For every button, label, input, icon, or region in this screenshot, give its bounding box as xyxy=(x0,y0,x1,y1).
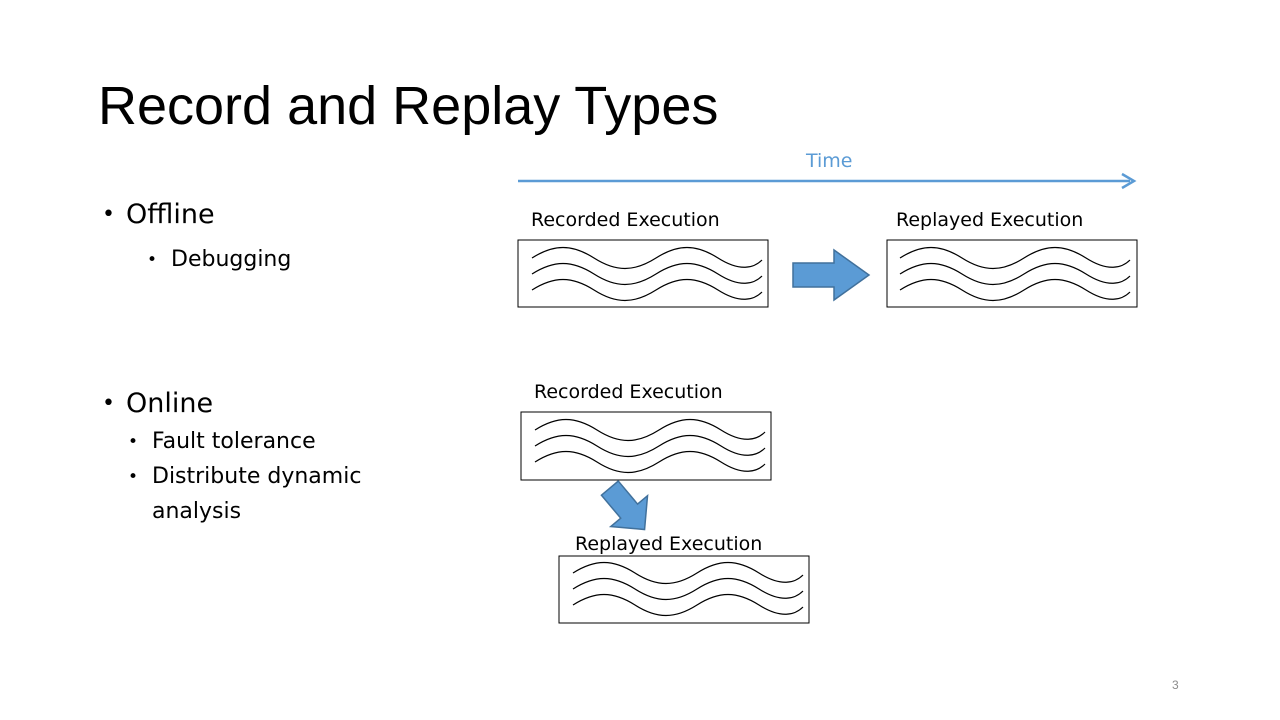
online-recorded-execution-box xyxy=(520,411,772,481)
page-number: 3 xyxy=(1172,678,1179,692)
bullet-fault-tolerance-label: Fault tolerance xyxy=(152,429,316,454)
offline-replayed-execution-box xyxy=(886,239,1138,308)
bullet-debugging-label: Debugging xyxy=(171,247,292,272)
offline-recorded-execution-box xyxy=(517,239,769,308)
slide-title: Record and Replay Types xyxy=(98,76,719,136)
bullet-online-label: Online xyxy=(126,388,214,419)
bullet-online: • Online xyxy=(102,387,213,421)
timeline-arrow xyxy=(518,172,1137,190)
bullet-dot-icon: • xyxy=(102,202,115,227)
bullet-fault-tolerance: • Fault tolerance xyxy=(128,425,316,459)
online-recorded-label: Recorded Execution xyxy=(534,381,723,403)
offline-recorded-label: Recorded Execution xyxy=(531,209,720,231)
bullet-dot-icon: • xyxy=(147,250,158,270)
offline-replayed-label: Replayed Execution xyxy=(896,209,1084,231)
bullet-analysis-continuation: analysis xyxy=(152,499,242,524)
online-diagonal-arrow-icon xyxy=(600,480,649,531)
online-replayed-label: Replayed Execution xyxy=(575,533,763,555)
bullet-dot-icon: • xyxy=(102,391,115,416)
bullet-distribute-dynamic-label: Distribute dynamic xyxy=(152,464,362,489)
bullet-offline-label: Offline xyxy=(126,199,215,230)
offline-right-arrow-icon xyxy=(792,248,871,302)
time-label: Time xyxy=(806,150,853,172)
bullet-dot-icon: • xyxy=(128,467,139,487)
online-replayed-execution-box xyxy=(558,555,810,624)
bullet-dot-icon: • xyxy=(128,432,139,452)
bullet-debugging: • Debugging xyxy=(147,243,291,277)
bullet-offline: • Offline xyxy=(102,198,215,232)
bullet-distribute-dynamic: • Distribute dynamic xyxy=(128,460,361,494)
